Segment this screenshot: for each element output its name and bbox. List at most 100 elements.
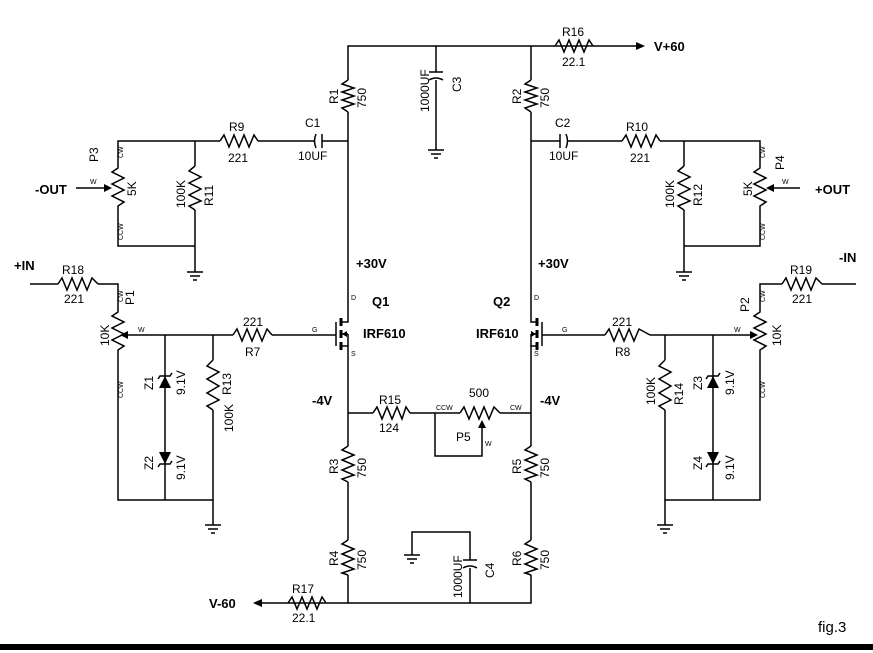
- r16-value: 22.1: [562, 55, 586, 69]
- p2-value: 10K: [770, 325, 784, 346]
- r2-symbol: [522, 79, 540, 113]
- p1-cw-pin: CW: [118, 290, 125, 302]
- r6-label: R6: [510, 550, 524, 566]
- q1-label: Q1: [372, 294, 389, 309]
- p4-value: 5K: [741, 181, 755, 196]
- p2-ccw-pin: CCW: [760, 381, 767, 398]
- r12-symbol: [676, 165, 692, 211]
- q2-label: Q2: [493, 294, 510, 309]
- c4-value: 1000UF: [451, 555, 465, 598]
- r11-label: R11: [202, 185, 216, 206]
- r2-value: 750: [538, 88, 552, 108]
- minus4-left-label: -4V: [312, 393, 333, 408]
- c2-label: C2: [555, 116, 571, 130]
- p1-symbol: [110, 295, 126, 365]
- labels: R1 750 R2 750 R3 750 R4 750 R5 750 R6 75…: [14, 25, 856, 636]
- ground-icon: [205, 524, 221, 534]
- r7-value: 221: [243, 315, 263, 329]
- ground-icon: [404, 554, 420, 564]
- c1-value: 10UF: [298, 149, 327, 163]
- p2-w-pin: W: [734, 327, 741, 334]
- c2-value: 10UF: [549, 149, 578, 163]
- p4-w-pin: W: [782, 179, 789, 186]
- p3-value: 5K: [125, 181, 139, 196]
- pot-wipers: [76, 184, 800, 432]
- p2-symbol: [752, 295, 768, 365]
- r18-label: R18: [62, 263, 84, 277]
- ground-icon: [187, 271, 203, 281]
- r17-value: 22.1: [292, 611, 316, 625]
- r4-value: 750: [355, 550, 369, 570]
- c2-curve: [565, 133, 569, 149]
- c4-label: C4: [483, 562, 497, 578]
- r3-label: R3: [327, 458, 341, 474]
- r10-value: 221: [630, 151, 650, 165]
- p5-cw-pin: CW: [510, 405, 522, 412]
- p5-label: P5: [456, 430, 471, 444]
- r7-symbol: [232, 327, 273, 343]
- p1-value: 10K: [98, 325, 112, 346]
- r3-symbol: [340, 445, 357, 483]
- r11-value: 100K: [174, 180, 188, 208]
- q2-d-pin: D: [534, 295, 539, 302]
- r15-label: R15: [379, 393, 401, 407]
- z2-value: 9.1V: [174, 455, 188, 480]
- r7-label: R7: [245, 345, 261, 359]
- r2-label: R2: [510, 88, 524, 104]
- p4-label: P4: [773, 155, 787, 170]
- q1-g-pin: G: [312, 327, 317, 334]
- p5-value: 500: [469, 386, 489, 400]
- r11-symbol: [187, 165, 203, 211]
- p1-ccw-pin: CCW: [118, 381, 125, 398]
- r8-symbol: [604, 327, 651, 343]
- r6-symbol: [522, 539, 540, 576]
- p2-cw-pin: CW: [760, 290, 767, 302]
- p3-symbol: [110, 150, 126, 232]
- r1-symbol: [339, 79, 357, 113]
- minus4-right-label: -4V: [540, 393, 561, 408]
- q2-symbol: [530, 313, 548, 352]
- c3-curve: [428, 77, 444, 81]
- r3-value: 750: [355, 458, 369, 478]
- in-plus-label: +IN: [14, 258, 35, 273]
- p5-ccw-pin: CCW: [436, 405, 453, 412]
- figure-label: fig.3: [818, 619, 846, 636]
- ground-icon: [428, 149, 444, 159]
- r13-symbol: [205, 359, 221, 411]
- plus30-left-label: +30V: [356, 256, 387, 271]
- terminal-arrows: [253, 42, 645, 607]
- r1-value: 750: [355, 88, 369, 108]
- r9-symbol: [219, 133, 259, 149]
- r17-label: R17: [292, 582, 314, 596]
- r14-label: R14: [672, 383, 686, 405]
- z1-value: 9.1V: [174, 370, 188, 395]
- p3-cw-pin: CW: [118, 146, 125, 158]
- p3-ccw-pin: CCW: [118, 223, 125, 240]
- out-minus-label: -OUT: [35, 182, 67, 197]
- r18-value: 221: [64, 292, 84, 306]
- bottom-rule: [0, 644, 873, 650]
- r10-label: R10: [626, 120, 648, 134]
- p4-ccw-pin: CCW: [760, 223, 767, 240]
- p2-label: P2: [738, 297, 752, 312]
- p4-cw-pin: CW: [760, 146, 767, 158]
- c3-label: C3: [450, 76, 464, 92]
- c1-curve: [313, 133, 317, 149]
- vplus-label: V+60: [654, 39, 685, 54]
- p3-w-pin: W: [90, 179, 97, 186]
- r19-symbol: [781, 276, 823, 292]
- q2-s-pin: S: [534, 351, 539, 358]
- q2-g-pin: G: [562, 327, 567, 334]
- r12-label: R12: [691, 184, 705, 206]
- r1-label: R1: [327, 88, 341, 104]
- z3-symbol: [705, 372, 721, 388]
- r18-symbol: [57, 276, 99, 292]
- r4-symbol: [339, 539, 357, 576]
- capacitors: [313, 71, 569, 569]
- z4-value: 9.1V: [723, 455, 737, 480]
- r16-symbol: [554, 38, 594, 54]
- plus30-right-label: +30V: [538, 256, 569, 271]
- q1-part: IRF610: [363, 326, 406, 341]
- z3-label: Z3: [691, 376, 705, 390]
